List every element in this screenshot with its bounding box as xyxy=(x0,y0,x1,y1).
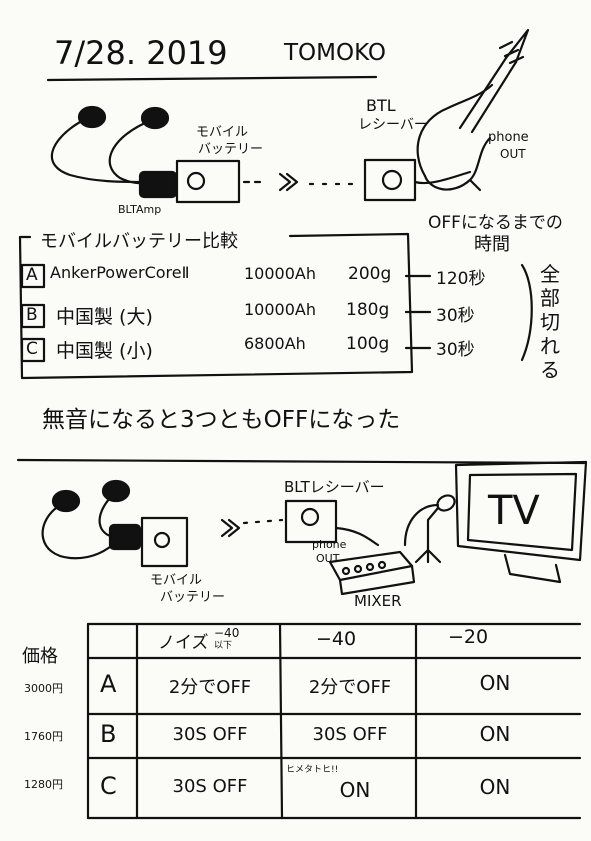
phone-out-label-1-line1: phone xyxy=(488,130,529,145)
row-c-id: C xyxy=(26,339,38,359)
time-header-line2: 時間 xyxy=(474,234,510,255)
header-underline xyxy=(46,75,378,82)
battery-label-2-line2: バッテリー xyxy=(160,590,226,605)
battery-box-1 xyxy=(175,159,241,204)
side-note-char: 全 xyxy=(540,262,560,286)
row-b-id: B xyxy=(26,305,38,325)
table-c-noise: 30S OFF xyxy=(172,776,248,797)
battery-box-2 xyxy=(140,516,189,568)
page-date: 7/28. 2019 xyxy=(54,34,228,72)
side-note-char: 切 xyxy=(540,310,560,334)
mixer-drawing xyxy=(328,550,416,596)
price-table-grid xyxy=(86,622,582,820)
row-b-name: 中国製 (大) xyxy=(56,306,153,328)
bluetooth-mark-1 xyxy=(278,172,299,192)
table-b-minus20: ON xyxy=(479,722,511,746)
table-row-c-id: C xyxy=(100,772,117,800)
row-c-time: 30秒 xyxy=(436,340,475,360)
table-a-minus20: ON xyxy=(479,671,511,695)
col-noise-subheader: 以下 xyxy=(214,641,233,651)
bluetooth-mark-2 xyxy=(220,518,241,538)
row-a-id: A xyxy=(26,265,38,285)
col-minus40-header: −40 xyxy=(316,628,357,650)
battery-label-2-line1: モバイル xyxy=(150,573,203,588)
phone-out-label-2-line1: phone xyxy=(312,538,347,551)
row-a-weight: 200g xyxy=(348,264,392,284)
microphone-drawing xyxy=(403,494,456,564)
row-b-capacity: 10000Ah xyxy=(244,300,316,319)
page-author: TOMOKO xyxy=(284,40,387,66)
receiver-box-1 xyxy=(363,158,417,202)
side-note-char: 部 xyxy=(540,286,560,310)
row-c-name: 中国製 (小) xyxy=(56,340,153,362)
mixer-label: MIXER xyxy=(354,592,402,610)
battery-knob-1 xyxy=(186,171,206,191)
row-a-name: AnkerPowerCoreⅡ xyxy=(50,263,190,282)
table-c-middle-note: ヒメタトヒ!! xyxy=(286,765,339,775)
silence-note: 無音になると3つともOFFになった xyxy=(42,407,401,433)
row-c-capacity: 6800Ah xyxy=(244,334,306,353)
time-header-line1: OFFになるまでの xyxy=(428,213,563,233)
col-noise-level: −40 xyxy=(214,626,240,640)
price-c: 1280円 xyxy=(24,778,63,791)
table-row-a-id: A xyxy=(100,670,117,698)
tv-drawing xyxy=(454,460,588,584)
amp-2 xyxy=(108,523,142,551)
phone-out-label-2-line2: OUT xyxy=(316,552,340,565)
row-a-capacity: 10000Ah xyxy=(244,264,316,283)
row-c-weight: 100g xyxy=(346,334,390,354)
receiver-label-1-line2: レシーバー xyxy=(358,117,428,133)
side-note-char: る xyxy=(540,358,560,382)
row-a-time: 120秒 xyxy=(436,269,486,289)
battery-label-1-line1: モバイル xyxy=(196,125,249,140)
receiver-box-2 xyxy=(284,499,338,544)
phone-out-label-1-line2: OUT xyxy=(500,147,526,161)
price-header: 価格 xyxy=(22,646,58,667)
battery-label-1-line2: バッテリー xyxy=(198,142,264,157)
price-a: 3000円 xyxy=(24,682,63,695)
section-divider xyxy=(16,458,586,465)
table-b-noise: 30S OFF xyxy=(172,724,248,745)
table-c-minus40: ON xyxy=(339,778,371,802)
table-b-minus40: 30S OFF xyxy=(312,724,388,745)
price-b: 1760円 xyxy=(24,730,63,743)
side-note-char: れ xyxy=(540,334,560,358)
row-b-weight: 180g xyxy=(346,300,390,320)
guitar-drawing xyxy=(416,28,530,192)
col-noise-header: ノイズ xyxy=(158,633,209,653)
table-a-minus40: 2分でOFF xyxy=(308,677,392,698)
col-minus20-header: −20 xyxy=(448,626,489,648)
comparison-box xyxy=(18,232,414,380)
side-note-vertical: 全 部 切 れ る xyxy=(540,262,564,382)
receiver-label-1-line1: BTL xyxy=(366,96,396,115)
amp-1 xyxy=(138,170,178,199)
table-c-minus20: ON xyxy=(479,775,511,799)
table-a-noise: 2分でOFF xyxy=(168,677,252,698)
comparison-title: モバイルバッテリー比較 xyxy=(36,227,242,253)
row-b-time: 30秒 xyxy=(436,306,475,326)
receiver-label-2: BLTレシーバー xyxy=(284,478,385,496)
table-row-b-id: B xyxy=(100,720,117,748)
tv-label: TV xyxy=(488,488,540,534)
amp-label-1: BLTAmp xyxy=(118,203,162,216)
